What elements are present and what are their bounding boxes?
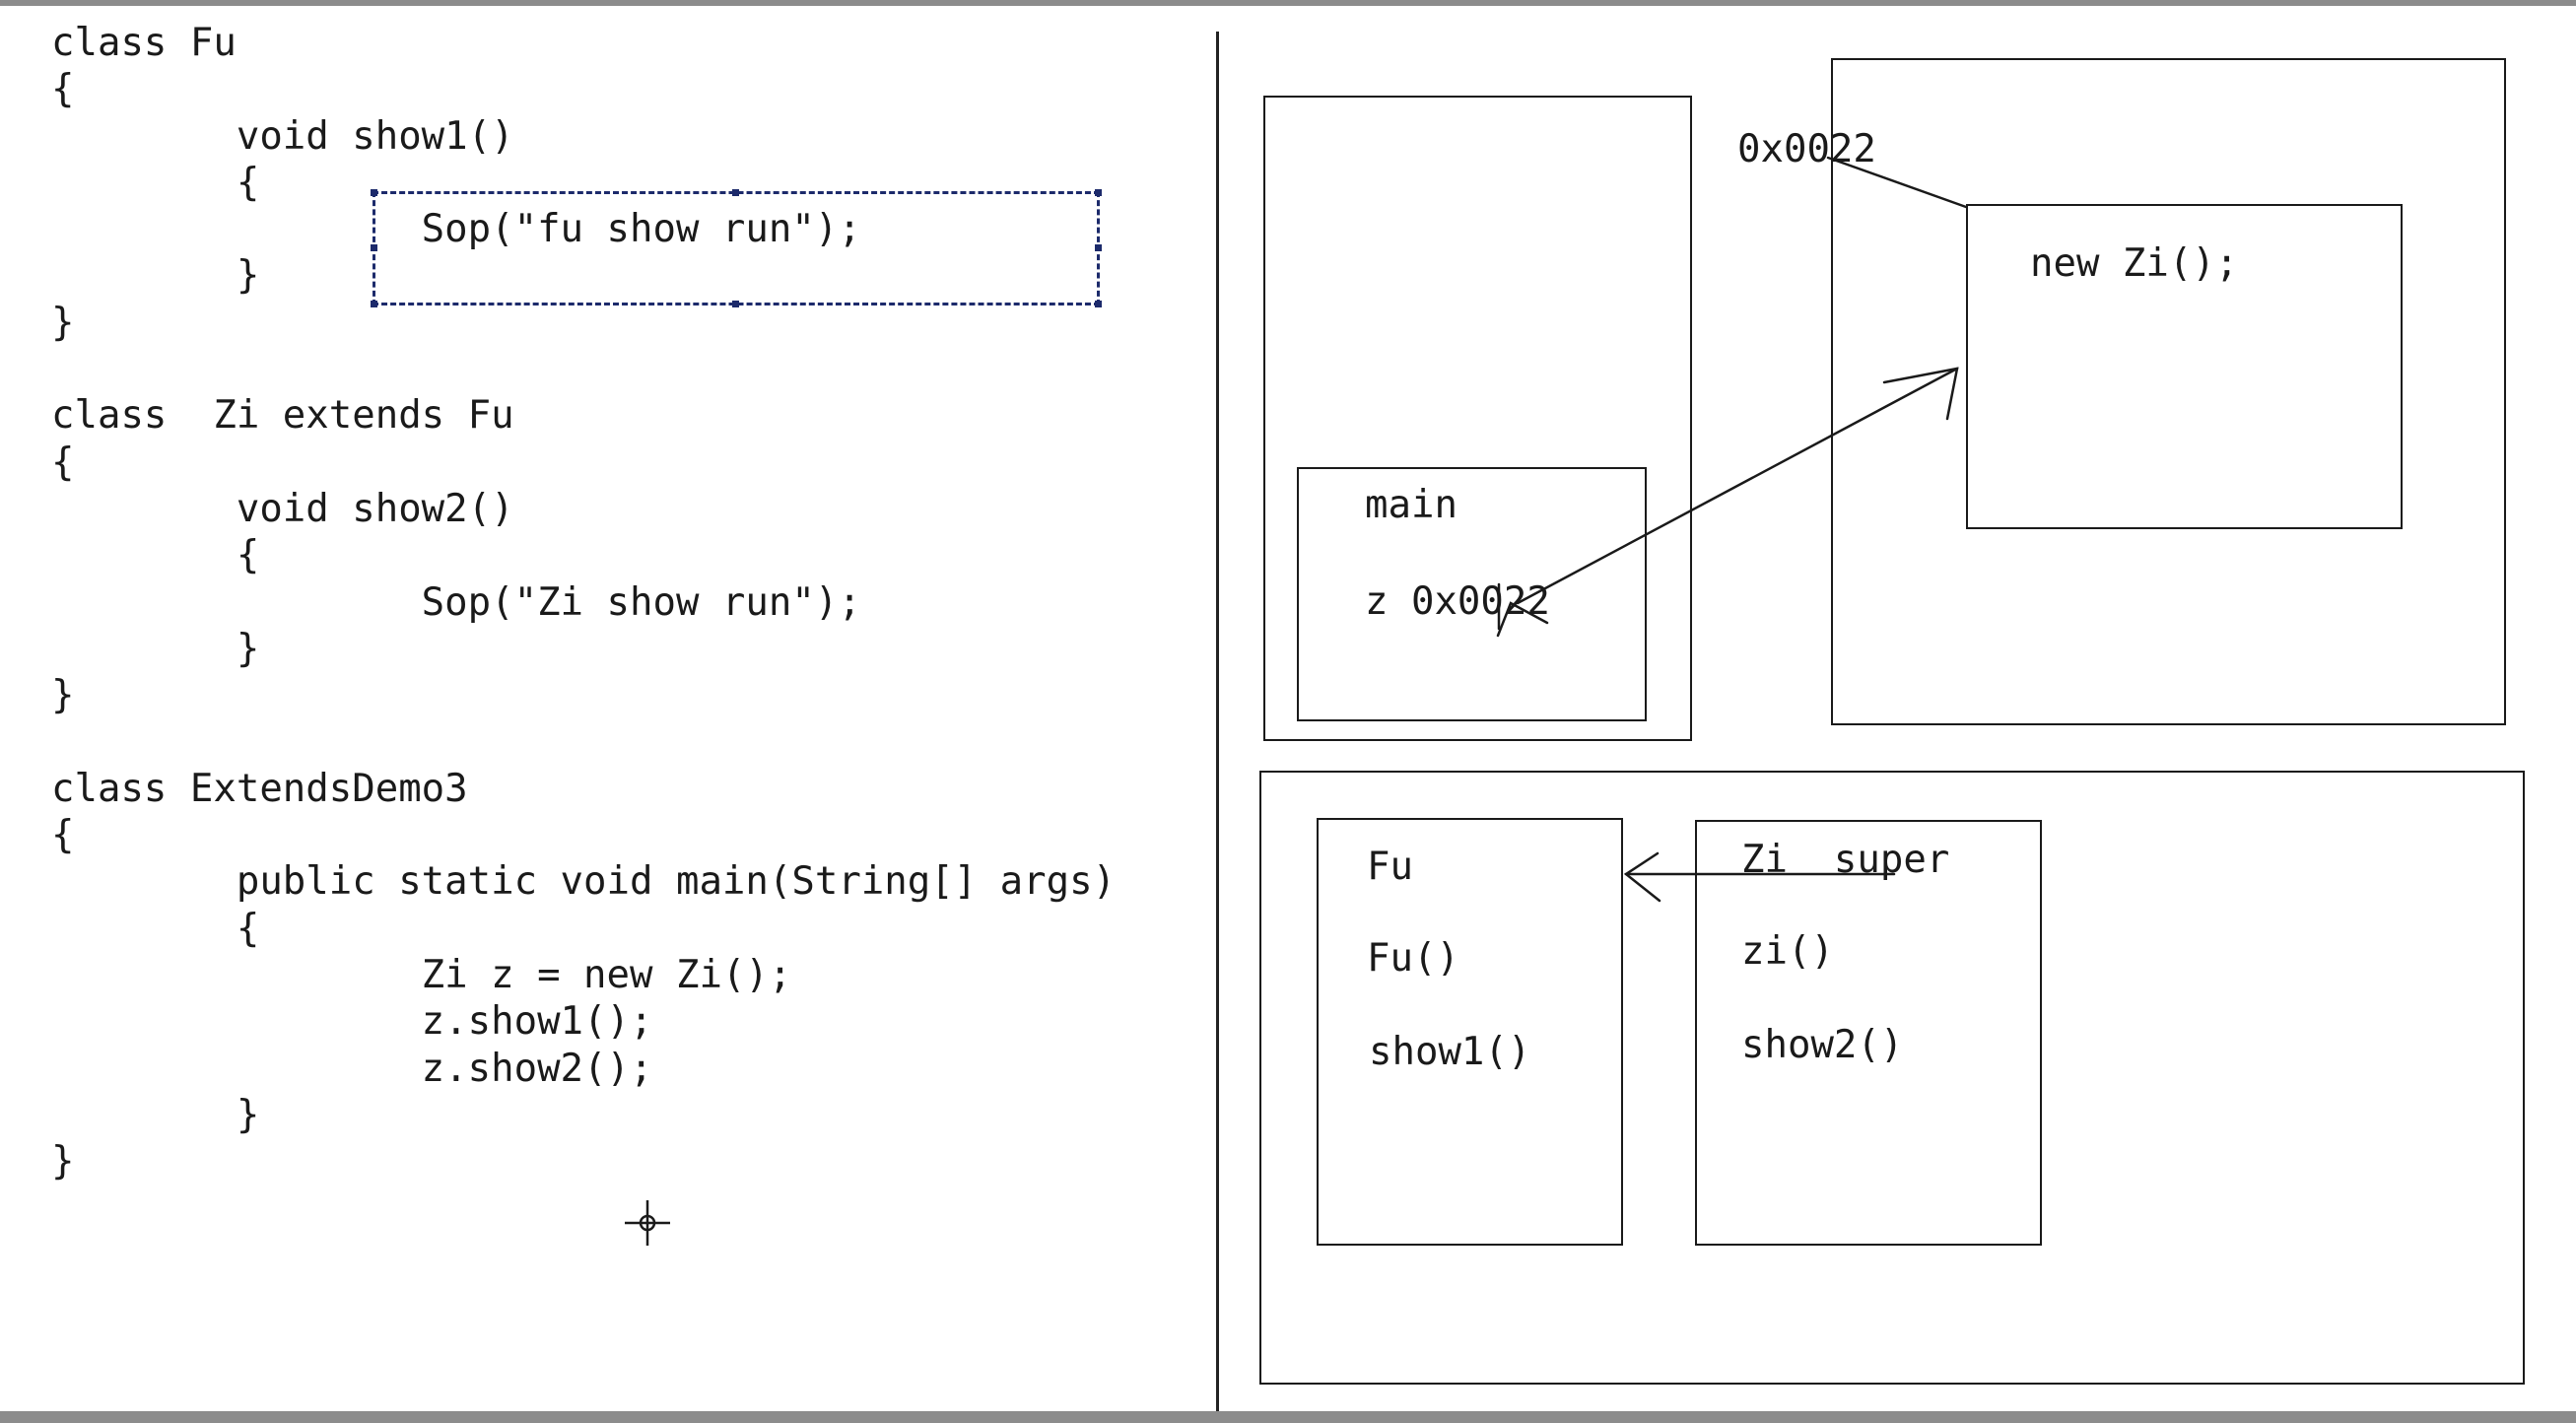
code-line: { [51,906,260,951]
code-line: Zi z = new Zi(); [51,952,792,997]
resize-handle[interactable] [732,301,739,307]
variable-z-label: z 0x0022 [1365,579,1550,624]
code-line: void show1() [51,113,514,159]
method-area [1259,771,2525,1385]
window-top-border [0,0,2576,6]
code-line: { [51,440,75,485]
resize-handle[interactable] [1095,189,1102,196]
code-line: class Fu [51,21,237,65]
zi-class-title: Zi super [1741,838,1950,882]
code-line: { [51,533,260,578]
code-line: } [51,253,260,299]
resize-handle[interactable] [732,189,739,196]
resize-handle[interactable] [371,244,377,251]
resize-handle[interactable] [371,189,377,196]
code-line: public static void main(String[] args) [51,859,1117,905]
code-line: Sop("fu show run"); [51,207,861,252]
zi-class-box [1695,820,2042,1246]
zi-show2-label: show2() [1741,1023,1904,1067]
heap-address-label: 0x0022 [1737,127,1876,171]
code-line: { [51,67,75,112]
code-panel: class Fu{ void show1() { Sop("fu show ru… [51,20,1116,1185]
resize-handle[interactable] [1095,301,1102,307]
code-line: } [51,626,260,671]
window-bottom-border [0,1411,2576,1423]
main-frame-label: main [1365,483,1457,527]
fu-class-box [1317,818,1623,1246]
zi-object-box [1966,204,2403,529]
crosshair-cursor-icon [625,1200,670,1246]
code-line: void show2() [51,486,514,531]
zi-constructor-label: zi() [1741,929,1834,974]
resize-handle[interactable] [371,301,377,307]
code-line: z.show1(); [51,999,653,1045]
code-line [51,718,1116,765]
code-line: } [51,1092,260,1137]
fu-show1-label: show1() [1369,1030,1531,1074]
fu-constructor-label: Fu() [1367,936,1459,981]
code-line: } [51,300,75,345]
code-line: { [51,813,75,858]
code-line: z.show2(); [51,1046,653,1091]
code-line: class ExtendsDemo3 [51,766,468,811]
code-line [51,346,1116,392]
code-line: Sop("Zi show run"); [51,579,861,625]
resize-handle[interactable] [1095,244,1102,251]
panel-divider [1216,32,1219,1411]
code-line: { [51,160,260,205]
text-selection-box[interactable] [371,189,1102,307]
fu-class-title: Fu [1367,845,1413,889]
zi-object-label: new Zi(); [2030,241,2239,286]
code-line: } [51,673,75,718]
code-line: class Zi extends Fu [51,393,514,439]
code-line: } [51,1139,75,1185]
